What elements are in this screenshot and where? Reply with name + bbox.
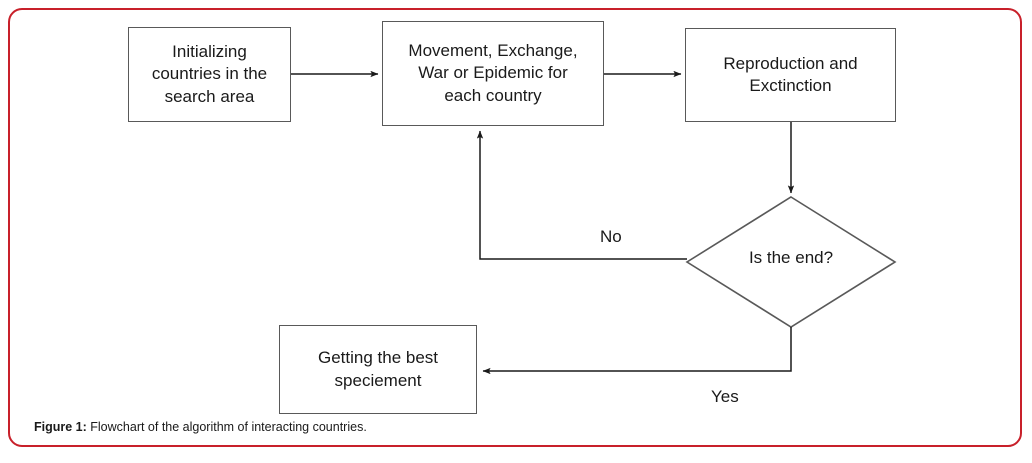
node-reproduction-and-extinction: Reproduction and Exctinction bbox=[685, 28, 896, 122]
decision-diamond-shape bbox=[685, 196, 897, 328]
edge-decision-yes-to-best-specimen bbox=[482, 327, 792, 375]
figure-caption-prefix: Figure 1: bbox=[34, 420, 87, 434]
edge-decision-no-to-operations bbox=[476, 130, 687, 260]
node-getting-the-best-specimen: Getting the best speciement bbox=[279, 325, 477, 414]
edge-label-no: No bbox=[600, 227, 622, 246]
figure-caption: Figure 1: Flowchart of the algorithm of … bbox=[34, 420, 367, 434]
node-initializing-countries: Initializing countries in the search are… bbox=[128, 27, 291, 122]
edge-label-yes: Yes bbox=[711, 387, 739, 406]
figure-caption-text: Flowchart of the algorithm of interactin… bbox=[86, 420, 367, 434]
node-movement-exchange-war-epidemic: Movement, Exchange, War or Epidemic for … bbox=[382, 21, 604, 126]
